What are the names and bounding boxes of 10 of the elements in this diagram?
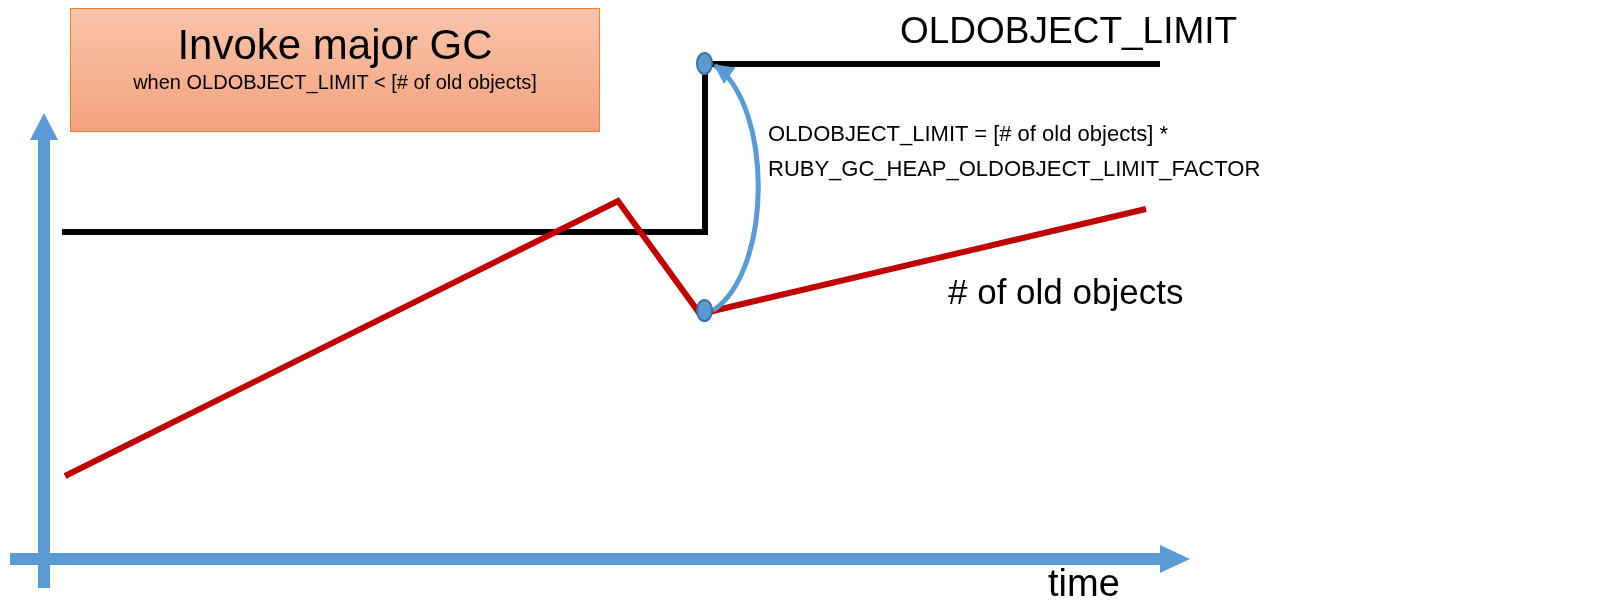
callout-heading: Invoke major GC — [176, 21, 494, 70]
line-label: # of old objects — [948, 272, 1184, 313]
callout-text: when OLDOBJECT_LIMIT < [# of old objects] — [132, 71, 538, 95]
point-marker — [696, 52, 713, 75]
axis-label: time — [1048, 562, 1120, 606]
formula-text: OLDOBJECT_LIMIT = [# of old objects] * RUBY_GC_HEAP_OLDOBJECT_LIMIT_FACTOR — [768, 120, 1262, 184]
curved-arrow — [711, 63, 761, 313]
callout-box — [70, 8, 600, 132]
point-marker — [696, 299, 713, 322]
line-label: OLDOBJECT_LIMIT — [900, 10, 1238, 53]
